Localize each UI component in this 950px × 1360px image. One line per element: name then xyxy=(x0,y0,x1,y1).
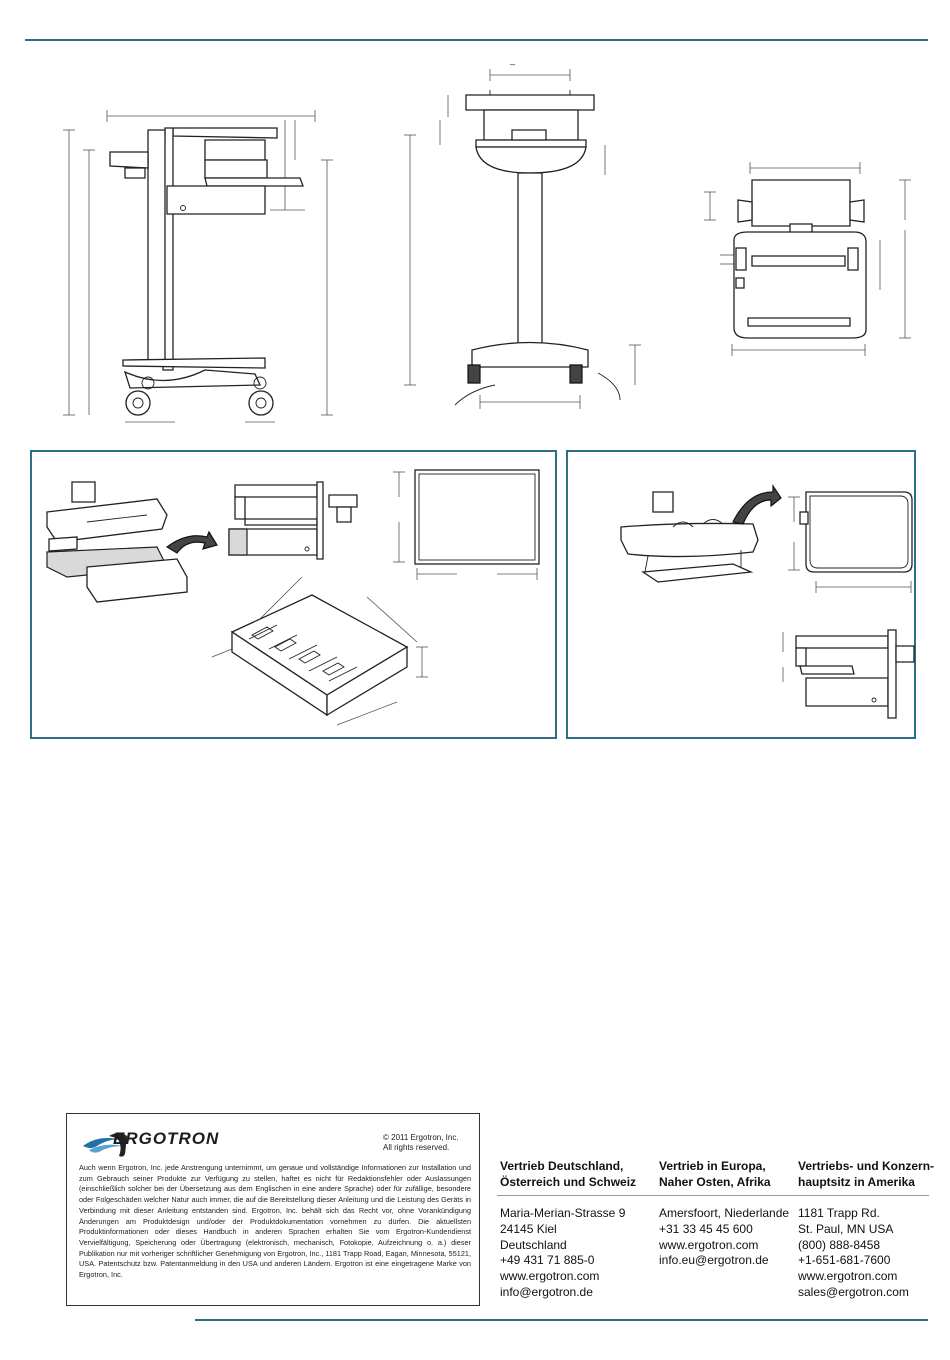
contact-america-email[interactable]: sales@ergotron.com xyxy=(798,1284,909,1299)
contact-america-website[interactable]: www.ergotron.com xyxy=(798,1269,898,1284)
contact-america-address: 1181 Trapp Rd. St. Paul, MN USA (800) 88… xyxy=(798,1206,938,1301)
contact-europe-heading: Vertrieb in Europa, Naher Osten, Afrika xyxy=(659,1159,771,1189)
contact-europe-address: Amersfoort, Niederlande +31 33 45 45 600… xyxy=(659,1206,794,1269)
drawer-organizer-tray-drawing xyxy=(211,576,428,726)
contact-divider xyxy=(497,1195,929,1196)
drawer-installation-drawing xyxy=(46,481,218,603)
drawer-side-mount-drawing xyxy=(228,481,358,560)
contact-america-heading: Vertriebs- und Konzern- hauptsitz in Ame… xyxy=(798,1159,935,1189)
ergotron-logo-text: ERGOTRON xyxy=(113,1129,220,1148)
contact-europe: Vertrieb in Europa, Naher Osten, Afrika … xyxy=(659,1158,794,1269)
contact-germany-address: Maria-Merian-Strasse 9 24145 Kiel Deutsc… xyxy=(500,1206,650,1301)
tray-installation-drawing xyxy=(620,484,782,583)
contact-germany-website[interactable]: www.ergotron.com xyxy=(500,1269,600,1284)
cpu-holder-accessory-panel xyxy=(566,450,916,739)
contact-germany-email[interactable]: info@ergotron.de xyxy=(500,1284,593,1299)
contact-europe-email[interactable]: info.eu@ergotron.de xyxy=(659,1253,769,1268)
top-rule xyxy=(25,39,928,41)
cart-top-view-drawing xyxy=(704,162,911,356)
disclaimer-text: Auch wenn Ergotron, Inc. jede Anstrengun… xyxy=(79,1163,471,1280)
ergotron-logo-swoosh xyxy=(83,1133,127,1157)
bottom-rule xyxy=(195,1319,928,1321)
legal-notice-box: ERGOTRON © 2011 Ergotron, Inc. All right… xyxy=(66,1113,480,1306)
contact-germany: Vertrieb Deutschland, Österreich und Sch… xyxy=(500,1158,650,1301)
drawer-top-dimension-drawing xyxy=(393,469,540,580)
contact-germany-heading: Vertrieb Deutschland, Österreich und Sch… xyxy=(500,1159,637,1189)
contact-europe-website[interactable]: www.ergotron.com xyxy=(659,1237,759,1252)
svg-text:_: _ xyxy=(509,55,516,65)
copyright-notice: © 2011 Ergotron, Inc. All rights reserve… xyxy=(383,1133,459,1152)
cart-front-view-drawing: _ xyxy=(404,55,641,409)
tray-top-dimension-drawing xyxy=(788,491,913,593)
drawer-accessory-panel xyxy=(30,450,557,739)
contact-america: Vertriebs- und Konzern- hauptsitz in Ame… xyxy=(798,1158,938,1301)
cart-side-view-drawing xyxy=(63,110,333,423)
tray-side-mount-drawing xyxy=(782,629,915,719)
